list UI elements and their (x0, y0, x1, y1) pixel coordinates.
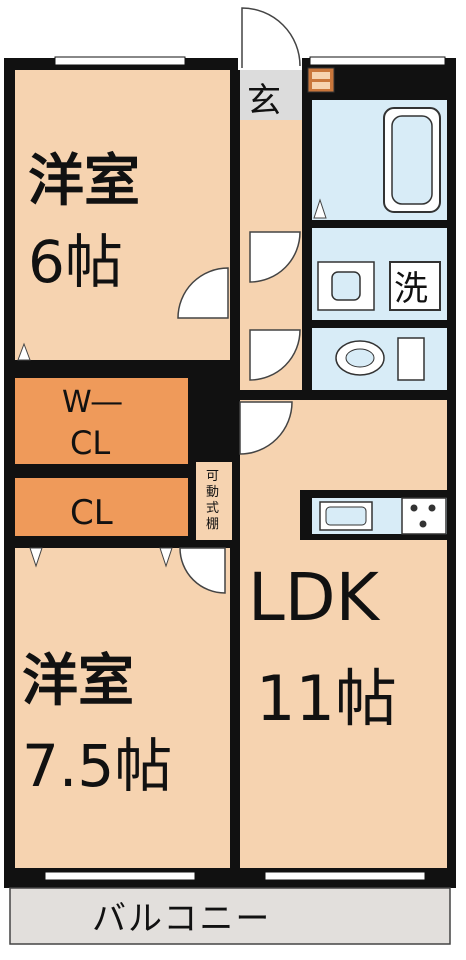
western-room-2-size: 7.5帖 (22, 732, 172, 800)
movable-shelf-char-3: 式 (206, 501, 219, 516)
door-room2 (179, 547, 226, 594)
movable-shelf (196, 462, 232, 540)
top-windows (54, 56, 446, 66)
movable-shelf-char-1: 可 (206, 469, 219, 484)
western-room-2 (15, 548, 230, 868)
bathtub-icon (383, 107, 441, 213)
window (44, 871, 196, 881)
door-toilet (249, 329, 301, 381)
balcony-label: バルコニー (92, 899, 271, 939)
closet (15, 478, 188, 536)
door-ldk (239, 401, 293, 455)
walk-in-closet (15, 378, 188, 464)
door-room1 (177, 267, 229, 319)
entrance-label: 玄 (247, 81, 281, 121)
laundry-box (389, 261, 441, 311)
window (54, 56, 186, 66)
window (309, 56, 446, 66)
closet-label: CL (70, 493, 113, 533)
door-washroom (249, 231, 301, 283)
ldk-room (240, 400, 447, 868)
western-room-2-name: 洋室 (22, 649, 134, 714)
bottom-windows (44, 871, 426, 881)
washbasin-icon (317, 261, 375, 311)
entrance-floor (240, 70, 302, 120)
ldk-name: LDK (248, 559, 381, 636)
door-swings (177, 231, 301, 594)
meter-box-icon (307, 67, 335, 93)
kitchen-sink-icon (319, 501, 373, 531)
movable-shelf-char-4: 棚 (206, 517, 219, 532)
folding-door-marks (17, 198, 327, 568)
laundry-label: 洗 (394, 269, 428, 309)
walk-in-closet-label-1: W― (62, 385, 122, 420)
walk-in-closet-label-2: CL (70, 424, 110, 462)
window (264, 871, 426, 881)
stove-icon (401, 497, 447, 535)
entrance-door (238, 7, 302, 70)
movable-shelf-char-2: 動 (206, 485, 219, 500)
western-room-1-name: 洋室 (28, 149, 140, 214)
ldk-size: 11帖 (256, 662, 397, 735)
movable-shelf-label: 可 動 式 棚 (206, 469, 219, 532)
western-room-1-size: 6帖 (28, 228, 123, 296)
toilet-icon (335, 337, 425, 381)
balcony (9, 887, 451, 945)
